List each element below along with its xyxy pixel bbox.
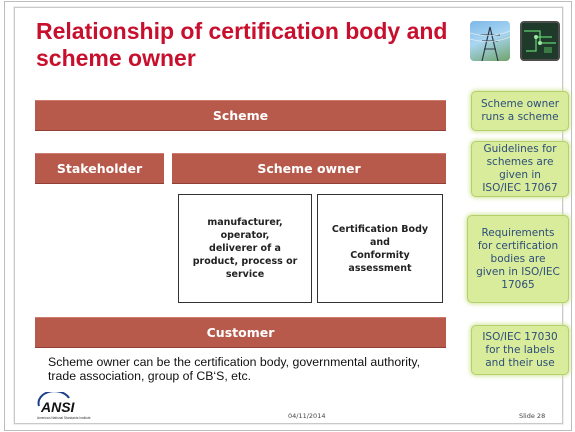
scheme-owner-note-text: Scheme owner can be the certification bo… (48, 355, 421, 383)
footer-date: 04/11/2014 (288, 412, 326, 420)
note-labels: ISO/IEC 17030 for the labels and their u… (471, 325, 569, 375)
power-tower-icon (470, 26, 510, 61)
note-guidelines: Guidelines for schemes are given in ISO/… (471, 141, 569, 197)
slide-title: Relationship of certification body and s… (36, 18, 448, 71)
customer-band: Customer (35, 317, 446, 348)
stakeholder-band: Stakeholder (35, 153, 164, 184)
power-lines-photo (470, 21, 510, 61)
scheme-owner-band: Scheme owner (172, 153, 446, 184)
svg-text:American National Standards In: American National Standards Institute (37, 416, 91, 420)
certification-body-box-text: Certification Body and Conformity assess… (331, 223, 429, 274)
slide: Relationship of certification body and s… (14, 7, 569, 424)
certification-body-box: Certification Body and Conformity assess… (317, 194, 443, 303)
note-requirements: Requirements for certification bodies ar… (467, 215, 569, 303)
slide-number: Slide 28 (519, 412, 546, 420)
circuit-board-photo (520, 21, 560, 61)
manufacturer-box-text: manufacturer, operator, deliverer of a p… (192, 217, 298, 280)
slide-frame (4, 1, 572, 431)
scheme-band: Scheme (35, 100, 446, 131)
ansi-logo: ANSI American National Standards Institu… (35, 390, 125, 424)
circuit-icon (522, 23, 558, 59)
svg-text:ANSI: ANSI (40, 399, 76, 415)
ansi-logo-graphic: ANSI American National Standards Institu… (37, 390, 91, 420)
manufacturer-box: manufacturer, operator, deliverer of a p… (178, 194, 312, 303)
note-scheme-owner: Scheme owner runs a scheme (471, 91, 569, 131)
